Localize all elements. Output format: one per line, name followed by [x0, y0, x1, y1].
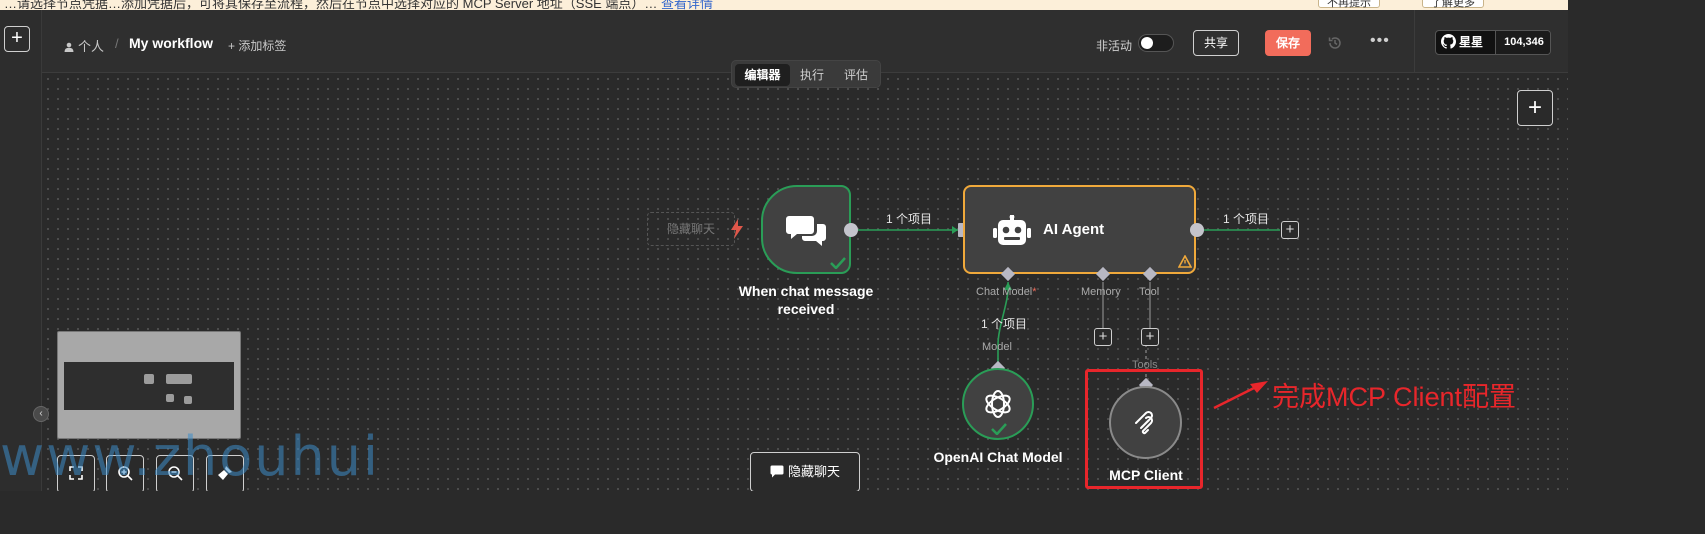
agent-input-handle — [958, 223, 964, 237]
openai-chat-model-node[interactable] — [962, 368, 1034, 440]
minimap-node — [166, 374, 192, 384]
github-area: 星星 104,346 — [1414, 10, 1568, 73]
add-tag-button[interactable]: + 添加标签 — [228, 39, 287, 53]
annotation-text: 完成MCP Client配置 — [1272, 382, 1517, 412]
info-banner: …请选择节点凭据…添加凭据后，可将其保存至流程，然后在节点中选择对应的 MCP … — [0, 0, 1568, 10]
minimap-node — [166, 394, 174, 402]
edge-arrow-1 — [952, 226, 958, 234]
mcp-client-node[interactable] — [1109, 386, 1182, 459]
agent-add-next-button[interactable]: + — [1281, 221, 1299, 239]
banner-text: …请选择节点凭据…添加凭据后，可将其保存至流程，然后在节点中选择对应的 MCP … — [4, 0, 713, 10]
toggle-knob — [1141, 37, 1153, 49]
lightning-icon — [731, 219, 743, 239]
add-memory-button[interactable]: + — [1094, 328, 1112, 346]
chat-icon — [770, 465, 784, 478]
workflow-title[interactable]: My workflow — [129, 35, 214, 51]
add-tool-button[interactable]: + — [1141, 328, 1159, 346]
success-check-icon — [830, 257, 846, 269]
chat-model-port-label: Chat Model* — [976, 286, 1037, 298]
tab-executions[interactable]: 执行 — [799, 68, 824, 82]
tools-port-label: Tools — [1132, 359, 1158, 371]
breadcrumb-personal[interactable]: 个人 — [64, 36, 104, 55]
workflow-header: 个人 / My workflow + 添加标签 非活动 共享 保存 ••• — [42, 10, 1414, 73]
zoom-in-icon — [118, 466, 133, 481]
github-star-left: 星星 — [1436, 31, 1495, 54]
banner-learn-more-button[interactable]: 了解更多 — [1422, 0, 1484, 9]
hide-chat-button[interactable]: 隐藏聊天 — [750, 452, 860, 491]
ai-agent-title: AI Agent — [1043, 221, 1105, 238]
agent-output-item-count: 1 个项目 — [1223, 212, 1270, 226]
breadcrumb-separator: / — [115, 36, 119, 51]
minimap-node — [184, 396, 192, 404]
fit-view-icon — [69, 466, 83, 480]
model-edge-item-count: 1 个项目 — [981, 317, 1028, 331]
warning-icon — [1178, 255, 1192, 268]
zoom-out-icon — [168, 466, 183, 481]
mcp-node-label: MCP Client — [1109, 467, 1183, 483]
minimap-viewport[interactable] — [64, 362, 234, 410]
openai-node-label: OpenAI Chat Model — [933, 449, 1063, 465]
edge-arrow-model — [1004, 282, 1012, 290]
zoom-in-button[interactable] — [106, 455, 144, 491]
add-workflow-button[interactable]: + — [4, 26, 30, 52]
history-icon[interactable] — [1327, 35, 1343, 51]
banner-dismiss-button[interactable]: 不再提示 — [1318, 0, 1380, 9]
edge-item-count: 1 个项目 — [886, 212, 933, 226]
memory-port-label: Memory — [1081, 286, 1121, 298]
watermark-text: www.zhouhui — [0, 425, 380, 488]
add-node-button[interactable]: + — [1517, 90, 1553, 126]
collapse-panel-icon[interactable]: ‹ — [33, 406, 49, 422]
annotation-arrow-head — [1250, 381, 1268, 393]
model-port-label: Model — [982, 341, 1012, 353]
github-star-count: 104,346 — [1495, 31, 1550, 54]
trigger-node-label: When chat message received — [738, 283, 874, 317]
openai-icon — [985, 390, 1011, 418]
trigger-output-handle[interactable] — [843, 222, 859, 238]
tab-editor[interactable]: 编辑器 — [735, 64, 790, 86]
memory-port — [1095, 266, 1111, 282]
workflow-canvas[interactable] — [43, 74, 1568, 491]
person-icon — [64, 42, 74, 52]
required-marker: * — [1032, 286, 1037, 298]
success-check-icon — [991, 423, 1007, 435]
mcp-icon — [1135, 410, 1154, 435]
active-toggle[interactable] — [1138, 34, 1174, 52]
active-status-label: 非活动 — [1096, 39, 1133, 53]
agent-output-handle[interactable] — [1189, 222, 1205, 238]
ai-agent-node[interactable]: AI Agent — [963, 185, 1196, 274]
github-star-button[interactable]: 星星 104,346 — [1435, 30, 1551, 55]
chat-model-port — [1000, 266, 1016, 282]
fit-view-button[interactable] — [57, 455, 95, 491]
broom-icon — [218, 466, 232, 480]
mcp-highlight-box — [1085, 369, 1203, 489]
github-icon — [1441, 34, 1456, 49]
minimap-node — [144, 374, 154, 384]
tool-port — [1142, 266, 1158, 282]
tab-evaluations[interactable]: 评估 — [843, 68, 868, 82]
left-sidebar: + — [0, 10, 42, 491]
save-button[interactable]: 保存 — [1265, 30, 1311, 56]
chat-bubbles-icon — [786, 216, 826, 246]
view-tabs: 编辑器 执行 评估 — [731, 60, 881, 88]
robot-icon — [993, 215, 1031, 245]
banner-link[interactable]: 查看详情 — [661, 0, 714, 10]
share-button[interactable]: 共享 — [1193, 30, 1239, 56]
edges-layer — [851, 223, 1280, 410]
tool-port-label: Tool — [1139, 286, 1160, 298]
n8n-workflow-editor: …请选择节点凭据…添加凭据后，可将其保存至流程，然后在节点中选择对应的 MCP … — [0, 0, 1568, 491]
tidy-up-button[interactable] — [206, 455, 244, 491]
more-options-icon[interactable]: ••• — [1370, 32, 1390, 49]
zoom-out-button[interactable] — [156, 455, 194, 491]
